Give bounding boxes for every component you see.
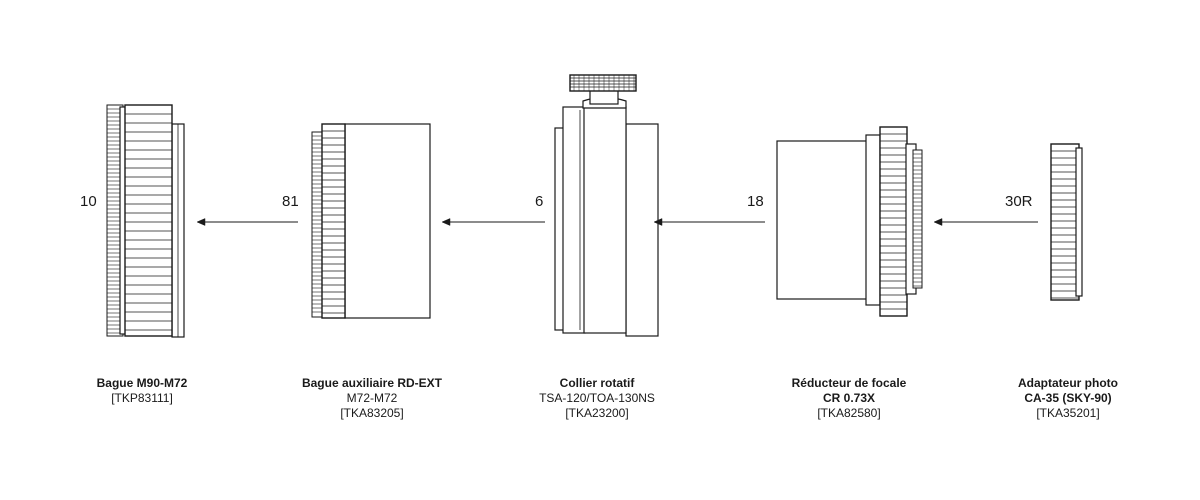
part-detail-line: [TKA23200] — [565, 406, 629, 420]
reducer-body — [776, 140, 869, 300]
part-label-1: Bague M90-M72 [TKP83111] — [42, 376, 242, 406]
part-name-line: Bague auxiliaire RD-EXT — [301, 376, 443, 390]
part-name-line: CA-35 (SKY-90) — [1024, 391, 1112, 405]
part-name-line: Adaptateur photo — [1018, 376, 1118, 390]
part-label-4: Réducteur de focale CR 0.73X [TKA82580] — [749, 376, 949, 421]
arrow-2 — [441, 218, 545, 226]
part-name-line: Réducteur de focale — [791, 376, 907, 390]
part-4-drawing — [776, 126, 923, 317]
part-label-2: Bague auxiliaire RD-EXT M72-M72 [TKA8320… — [272, 376, 472, 421]
callout-part-5: 30R — [1005, 193, 1033, 210]
part-name-line: Bague M90-M72 — [96, 376, 188, 390]
part-3-drawing — [554, 74, 659, 337]
collar-right-step — [625, 123, 659, 337]
part-1-drawing — [106, 104, 185, 338]
part-detail-line: [TKA83205] — [340, 406, 404, 420]
extension-left-thread — [311, 131, 324, 318]
callout-part-4: 18 — [747, 193, 764, 210]
part-label-5: Adaptateur photo CA-35 (SKY-90) [TKA3520… — [968, 376, 1168, 421]
ring-knurled-band-outline — [124, 104, 173, 337]
reducer-rear-thread — [912, 149, 923, 289]
arrows-layer — [196, 218, 1038, 226]
collar-body-center — [583, 106, 627, 334]
arrow-1 — [196, 218, 298, 226]
adapter-knurled-ring — [1050, 143, 1080, 301]
part-detail-line: M72-M72 — [346, 391, 398, 405]
arrow-3 — [653, 218, 765, 226]
extension-knurled-ring-outline — [321, 123, 346, 319]
part-name-line: CR 0.73X — [822, 391, 876, 405]
adapter-rear-ring — [1075, 147, 1083, 297]
ring-knurled-band — [124, 104, 173, 337]
collar-body — [562, 106, 586, 334]
arrow-4 — [933, 218, 1038, 226]
part-detail-line: TSA-120/TOA-130NS — [539, 391, 655, 405]
collar-thumb-screw — [569, 74, 637, 92]
part-5-drawing — [1050, 143, 1083, 301]
part-detail-line: [TKA82580] — [817, 406, 881, 420]
adapter-knurled-ring-outline — [1050, 143, 1080, 301]
reducer-step — [865, 134, 881, 306]
callout-part-3: 6 — [535, 193, 544, 210]
part-label-3: Collier rotatif TSA-120/TOA-130NS [TKA23… — [497, 376, 697, 421]
parts-layer — [106, 74, 1083, 338]
part-name-line: Collier rotatif — [559, 376, 635, 390]
callout-part-1: 10 — [80, 193, 97, 210]
reducer-knurled-ring-outline — [879, 126, 908, 317]
collar-thumb-screw-outline — [569, 74, 637, 92]
reducer-knurled-ring — [879, 126, 908, 317]
callout-part-2: 81 — [282, 193, 299, 210]
extension-tube-body — [344, 123, 431, 319]
part-2-drawing — [311, 123, 431, 319]
part-detail-line: [TKA35201] — [1036, 406, 1100, 420]
extension-knurled-ring — [321, 123, 346, 319]
reducer-rear-thread-outline — [912, 149, 923, 289]
part-detail-line: [TKP83111] — [111, 391, 173, 405]
